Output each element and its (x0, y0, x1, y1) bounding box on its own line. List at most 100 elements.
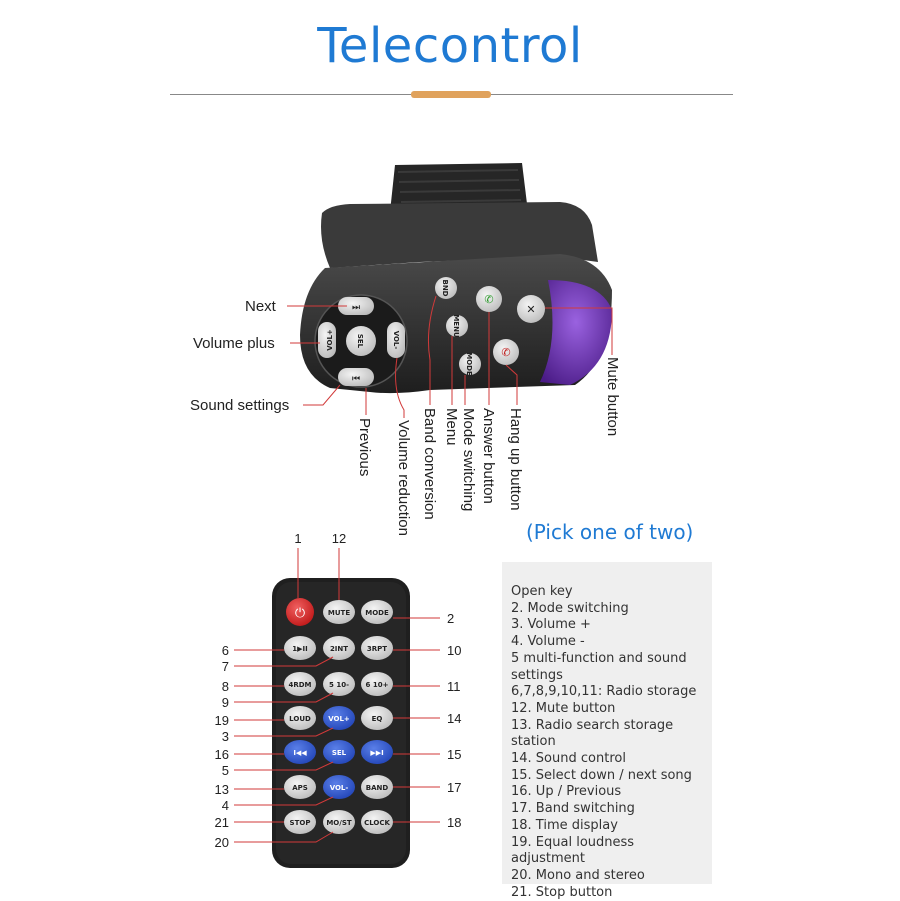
legend-item: 18. Time display (511, 817, 618, 833)
power-button[interactable] (286, 598, 314, 626)
label-volume-reduction: Volume reduction (395, 420, 412, 536)
callout-19: 19 (215, 713, 229, 728)
pick-note: (Pick one of two) (526, 520, 694, 544)
label-answer-button: Answer button (480, 408, 497, 504)
mo-st-button[interactable] (323, 810, 355, 834)
rpt-button-label: 3RPT (367, 645, 387, 653)
mute-icon: ✕ (526, 304, 535, 316)
mode-key-label: MODE (465, 352, 473, 376)
callout-11: 11 (447, 679, 461, 694)
callout-20: 20 (215, 835, 229, 850)
vol-plus-key-label: VOL+ (326, 329, 334, 351)
legend-item: Open key (511, 584, 573, 599)
band-button-label: BAND (366, 784, 389, 792)
callout-21: 21 (215, 815, 229, 830)
eq-button-label: EQ (372, 715, 383, 723)
menu-key-label: MENU (452, 314, 460, 338)
play-pause-button-label: 1▶II (292, 645, 307, 653)
mode-button-label: MODE (365, 609, 389, 617)
previous-key[interactable] (338, 368, 374, 386)
sel-button[interactable] (323, 740, 355, 764)
previous-button[interactable] (284, 740, 316, 764)
label-next: Next (245, 298, 277, 315)
legend-item: 20. Mono and stereo (511, 867, 645, 883)
next-key[interactable] (338, 297, 374, 315)
callout-4: 4 (222, 798, 229, 813)
legend-item: 17. Band switching (511, 801, 635, 817)
callout-17: 17 (447, 780, 461, 795)
label-previous: Previous (356, 418, 373, 476)
aps-button[interactable] (284, 775, 316, 799)
mo-st-button-label: MO/ST (326, 819, 352, 827)
clock-button-label: CLOCK (364, 819, 390, 827)
purple-light (540, 280, 612, 385)
label-band-conversion: Band conversion (421, 408, 438, 520)
sel-key-label: SEL (356, 334, 364, 349)
previous-button-label: I◀◀ (293, 749, 307, 757)
callout-15: 15 (447, 747, 461, 762)
int-button[interactable] (323, 636, 355, 660)
legend-item: 5 multi-function and sound (511, 650, 687, 666)
legend-item: 15. Select down / next song (511, 767, 692, 783)
callout-3: 3 (222, 729, 229, 744)
label-menu: Menu (443, 408, 460, 446)
callout-14: 14 (447, 711, 461, 726)
vol-plus-button[interactable] (323, 706, 355, 730)
vol-minus-button[interactable] (323, 775, 355, 799)
legend-item: 21. Stop button (511, 884, 613, 900)
stop-button[interactable] (284, 810, 316, 834)
label-mode-switching: Mode switching (460, 408, 477, 511)
preset-5-button[interactable] (323, 672, 355, 696)
ir-remote: ⏻ MUTE MODE 1▶II 2INT 3RPT 4RDM 5 10- 6 … (272, 578, 410, 868)
preset-6-button[interactable] (361, 672, 393, 696)
mode-key[interactable] (459, 353, 481, 375)
rdm-button[interactable] (284, 672, 316, 696)
legend-item: settings (511, 667, 563, 683)
callout-8: 8 (222, 679, 229, 694)
callout-10: 10 (447, 643, 461, 658)
eq-button[interactable] (361, 706, 393, 730)
upper-housing (321, 202, 598, 268)
legend-item: 12. Mute button (511, 700, 616, 716)
clock-button[interactable] (361, 810, 393, 834)
label-mute-button: Mute button (604, 357, 621, 436)
vol-minus-key[interactable] (387, 322, 405, 358)
power-icon: ⏻ (295, 605, 305, 620)
rpt-button[interactable] (361, 636, 393, 660)
label-sound-settings: Sound settings (190, 397, 289, 414)
vol-plus-key[interactable] (318, 322, 336, 358)
label-volume-plus: Volume plus (193, 335, 275, 352)
label-hang-up-button: Hang up button (507, 408, 524, 511)
menu-key[interactable] (446, 315, 468, 337)
callout-7: 7 (222, 659, 229, 674)
answer-key[interactable] (476, 286, 502, 312)
vol-minus-key-label: VOL- (392, 331, 400, 350)
hangup-key[interactable] (493, 339, 519, 365)
legend-item: 13. Radio search storage station (511, 717, 674, 750)
next-key-glyph: ⏭ (352, 302, 360, 312)
stop-button-label: STOP (290, 819, 311, 827)
int-button-label: 2INT (330, 645, 348, 653)
preset-5-button-label: 5 10- (329, 681, 349, 689)
band-button[interactable] (361, 775, 393, 799)
legend-item: 3. Volume + (511, 617, 591, 633)
bnd-key[interactable] (435, 277, 457, 299)
callout-2: 2 (447, 611, 454, 626)
next-button-label: ▶▶I (370, 749, 383, 757)
steering-wheel-remote: ⏭ ⏮ VOL+ VOL- SEL BND MENU MODE ✆ ✆ ✕ (300, 163, 612, 394)
phone-answer-icon: ✆ (484, 294, 493, 306)
ir-callout-lines (234, 548, 440, 843)
legend-list: Open key 2. Mode switching 3. Volume + 4… (502, 562, 712, 901)
legend-item: 4. Volume - (511, 634, 585, 650)
sel-key[interactable] (346, 326, 376, 356)
callout-13: 13 (215, 782, 229, 797)
phone-hangup-icon: ✆ (501, 347, 510, 359)
play-pause-button[interactable] (284, 636, 316, 660)
mute-key[interactable] (517, 295, 545, 323)
legend-item: 14. Sound control (511, 751, 626, 767)
mode-button[interactable] (361, 600, 393, 624)
mute-button[interactable] (323, 600, 355, 624)
loud-button[interactable] (284, 706, 316, 730)
next-button[interactable] (361, 740, 393, 764)
